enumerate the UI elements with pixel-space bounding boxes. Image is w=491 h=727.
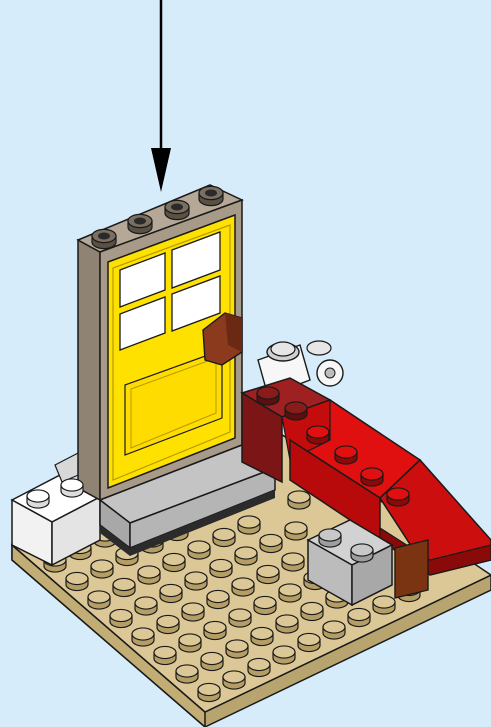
stud bbox=[260, 534, 282, 552]
stud bbox=[213, 528, 235, 546]
stud bbox=[361, 468, 383, 486]
stud bbox=[348, 608, 370, 626]
stud bbox=[319, 529, 341, 547]
stud bbox=[163, 553, 185, 571]
brown-post bbox=[395, 540, 428, 598]
stud bbox=[387, 488, 409, 506]
stud bbox=[157, 615, 179, 633]
stud bbox=[285, 402, 307, 420]
stud bbox=[176, 665, 198, 683]
stud bbox=[188, 541, 210, 559]
stud bbox=[229, 609, 251, 627]
stud bbox=[179, 634, 201, 652]
stud bbox=[351, 544, 373, 562]
stud bbox=[223, 671, 245, 689]
stud bbox=[279, 584, 301, 602]
stud bbox=[110, 609, 132, 627]
stud bbox=[88, 591, 110, 609]
stud bbox=[285, 522, 307, 540]
stud bbox=[182, 603, 204, 621]
stud bbox=[135, 597, 157, 615]
stud bbox=[160, 584, 182, 602]
stud bbox=[201, 652, 223, 670]
stud bbox=[301, 602, 323, 620]
stud bbox=[257, 387, 279, 405]
stud bbox=[132, 628, 154, 646]
stud bbox=[91, 560, 113, 578]
stud bbox=[288, 491, 310, 509]
stud bbox=[282, 553, 304, 571]
stud bbox=[238, 516, 260, 534]
stud bbox=[210, 559, 232, 577]
stud bbox=[276, 615, 298, 633]
stud bbox=[298, 633, 320, 651]
stud bbox=[66, 572, 88, 590]
stud bbox=[251, 627, 273, 645]
stud bbox=[257, 565, 279, 583]
stud bbox=[335, 446, 357, 464]
stud bbox=[138, 566, 160, 584]
stud bbox=[235, 547, 257, 565]
stud bbox=[254, 596, 276, 614]
stud bbox=[273, 646, 295, 664]
stud bbox=[154, 646, 176, 664]
stud bbox=[307, 426, 329, 444]
stud bbox=[204, 621, 226, 639]
stud bbox=[373, 596, 395, 614]
stud bbox=[198, 683, 220, 701]
stud bbox=[323, 621, 345, 639]
stud bbox=[61, 479, 83, 497]
stud bbox=[232, 578, 254, 596]
stud bbox=[185, 572, 207, 590]
stud bbox=[113, 578, 135, 596]
stud bbox=[248, 658, 270, 676]
stud bbox=[27, 490, 49, 508]
stud bbox=[207, 590, 229, 608]
stud bbox=[226, 640, 248, 658]
